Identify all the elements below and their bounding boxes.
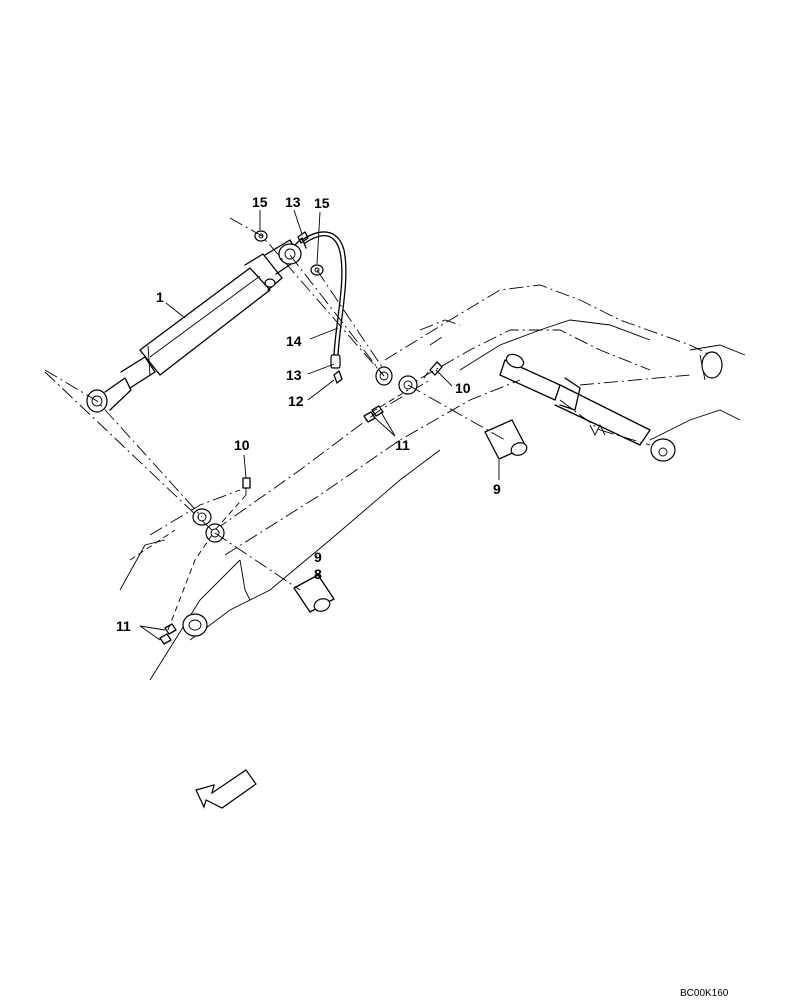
pin-8	[293, 574, 335, 613]
nuts-11b	[159, 623, 177, 645]
callout-14-hose: 14	[286, 333, 302, 349]
arm-outline	[459, 319, 746, 462]
callout-1-cylinder: 1	[156, 289, 164, 305]
callout-11-nuts-b: 11	[116, 618, 131, 634]
callout-15-washer: 15	[252, 194, 268, 210]
bolt-10a	[423, 361, 443, 379]
fitting-12	[333, 370, 343, 384]
leader-lines	[139, 209, 500, 641]
callout-15-washer-b: 15	[314, 195, 330, 211]
bucket-cylinder	[86, 237, 307, 413]
direction-arrow-icon	[195, 769, 257, 809]
washer-15a	[254, 230, 268, 242]
callout-9-pin-b: 9	[314, 549, 322, 565]
callout-13-fitting: 13	[285, 194, 301, 210]
pin-9a	[484, 419, 528, 460]
callout-13-fitting-b: 13	[286, 367, 302, 383]
grease-hose	[301, 231, 347, 369]
arm-cylinder	[499, 353, 691, 446]
callout-9-pin: 9	[493, 481, 501, 497]
callout-8-pin: 8	[314, 566, 322, 582]
grease-fitting-13a	[297, 231, 309, 244]
callout-11-nuts: 11	[395, 437, 410, 453]
nuts-11a	[363, 405, 384, 423]
boom-outline	[119, 284, 721, 681]
callout-10-bolt-b: 10	[234, 437, 250, 453]
alignment-lines	[44, 217, 506, 631]
upper-pin-boss	[375, 366, 418, 395]
bolt-10b	[242, 477, 251, 495]
callout-10-bolt: 10	[455, 380, 471, 396]
callout-12-fitting: 12	[288, 393, 304, 409]
callout-labels: 15 13 15 1 14 13 12 10 10 11 9 9 8 11	[116, 194, 501, 634]
drawing-code: BC00K160	[680, 988, 729, 999]
